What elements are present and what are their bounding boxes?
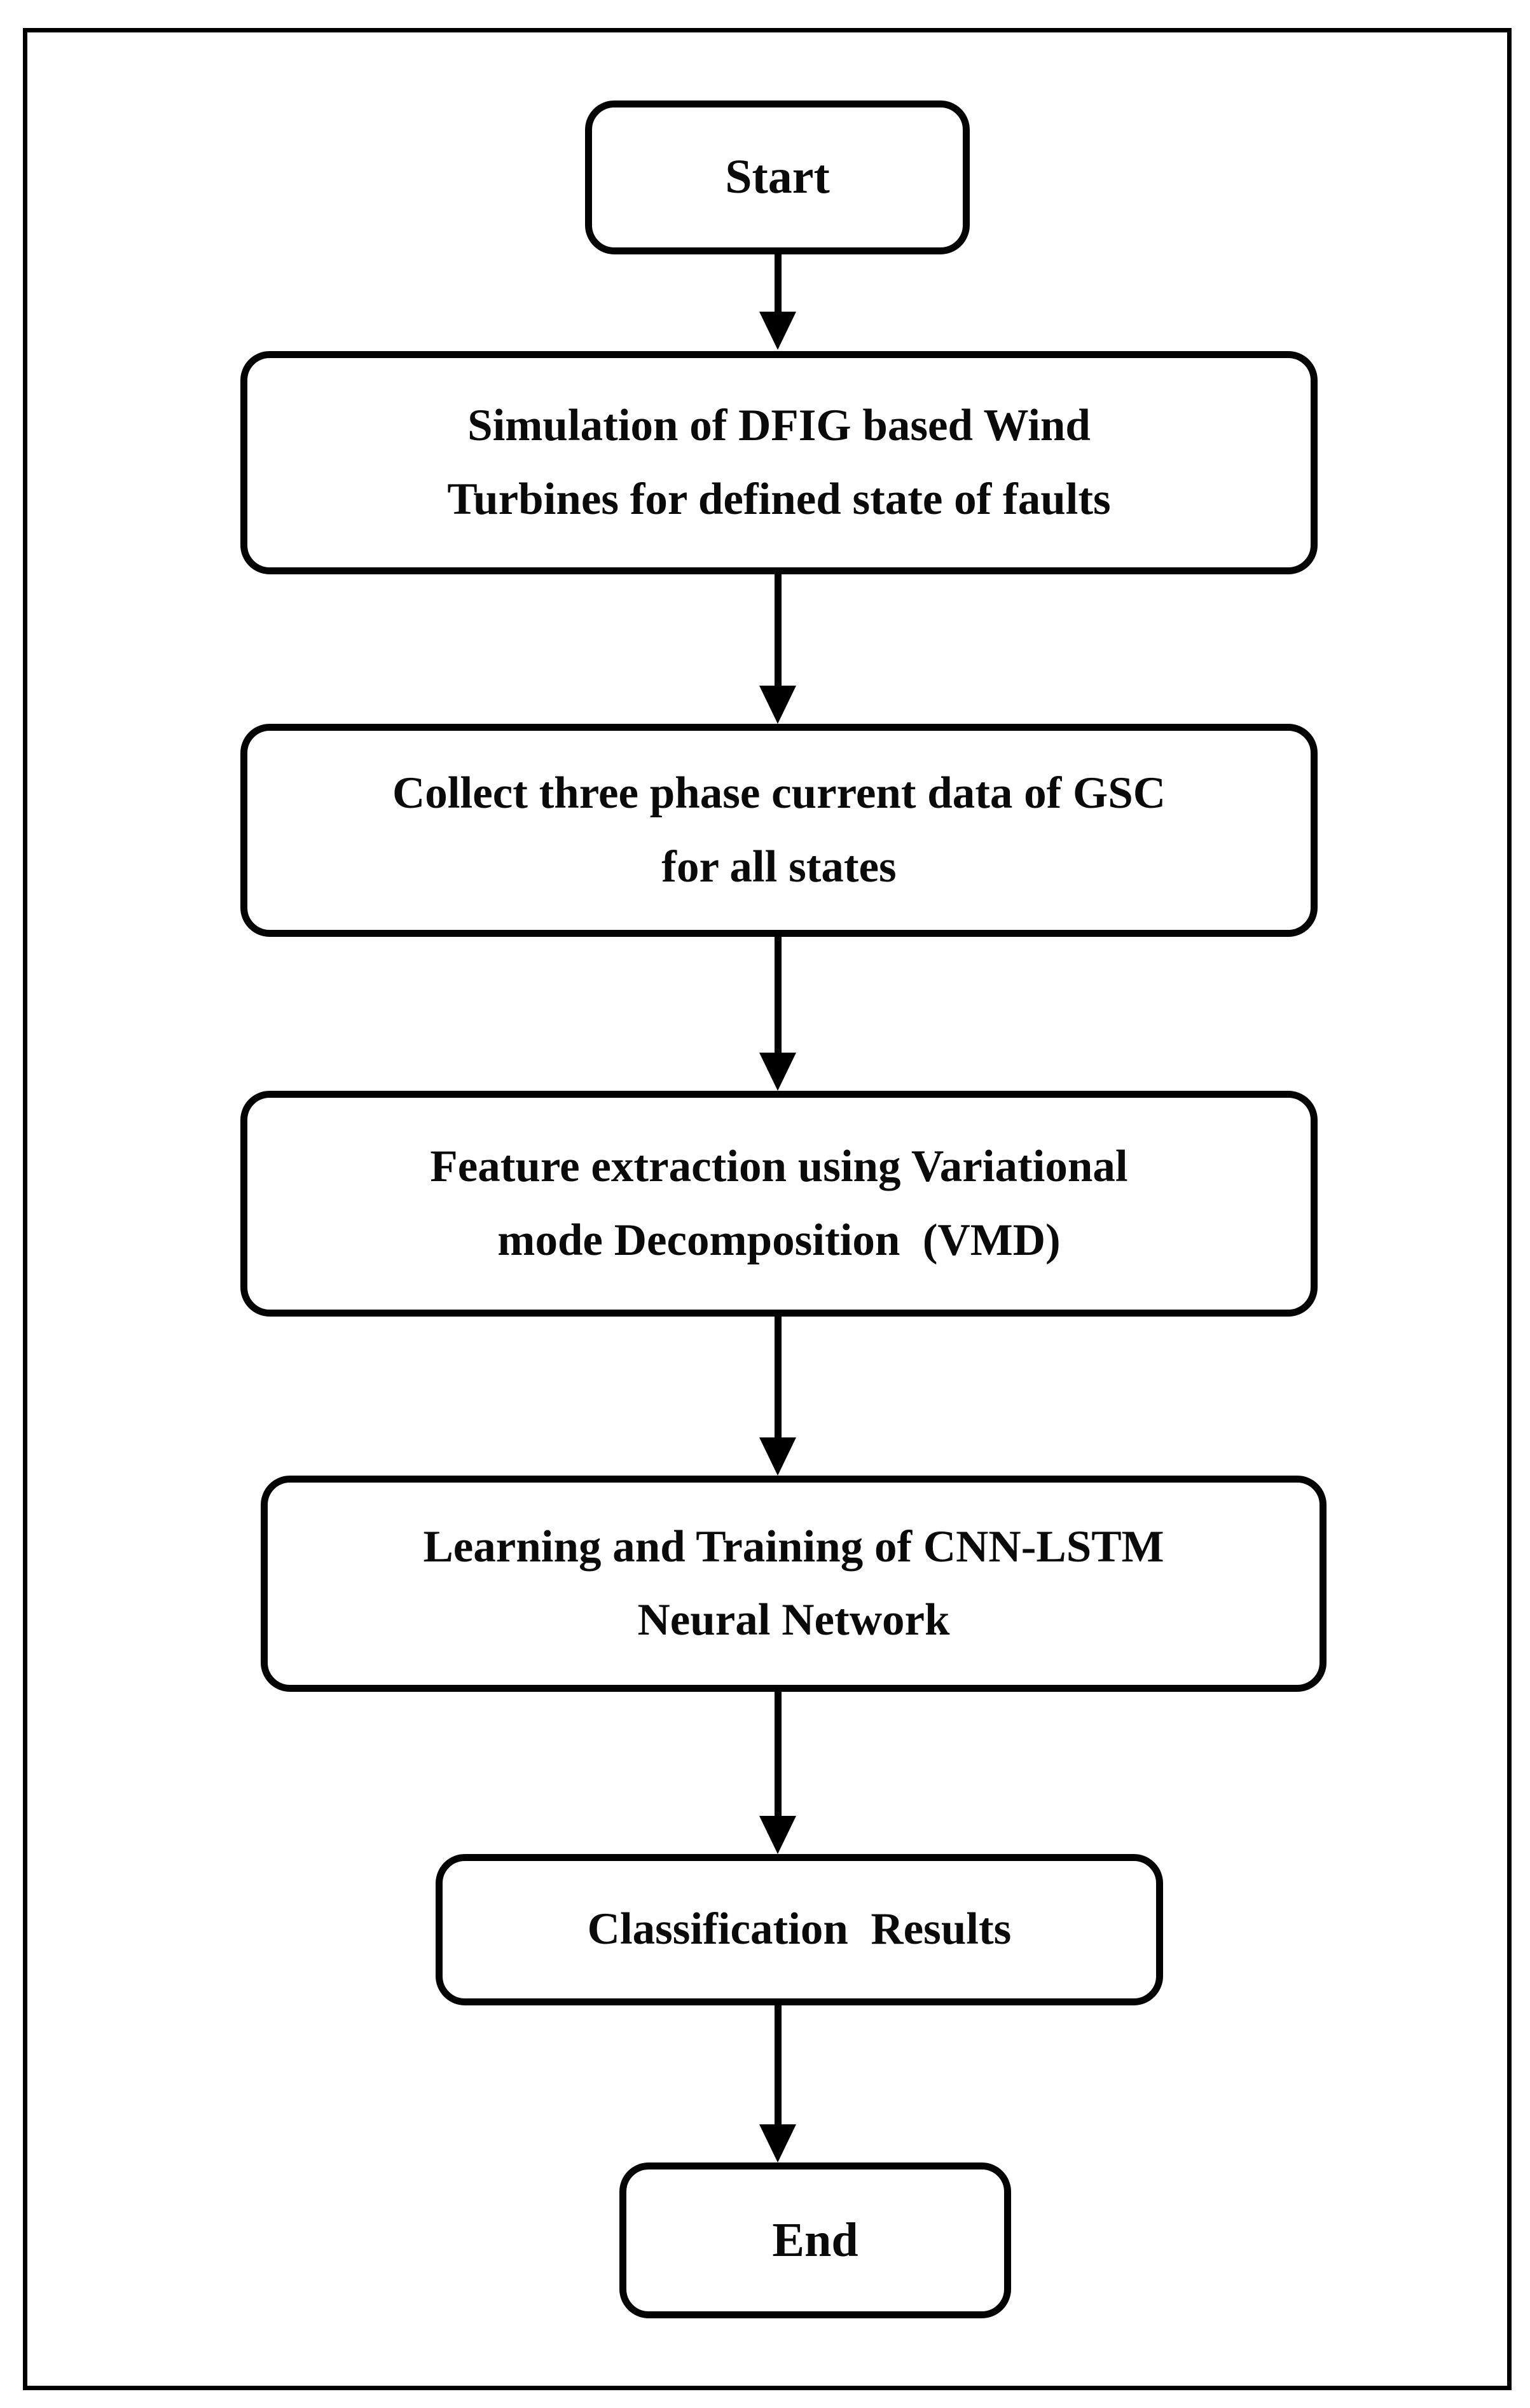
node-cnn-lstm-training: Learning and Training of CNN-LSTM Neural… (261, 1476, 1327, 1692)
arrowhead-down-icon (759, 1437, 796, 1476)
node-label-line: Turbines for defined state of faults (447, 474, 1111, 524)
node-label: Start (725, 150, 830, 204)
flow-arrow-results-to-end (759, 2002, 796, 2162)
node-label-line: Simulation of DFIG based Wind (467, 401, 1091, 451)
node-feature-extraction: Feature extraction using Variational mod… (240, 1091, 1318, 1317)
flow-arrow-vmd-to-cnn (759, 1313, 796, 1476)
node-start: Start (585, 100, 970, 254)
flow-arrow-simulation-to-collect (759, 571, 796, 724)
node-collect-data: Collect three phase current data of GSC … (240, 724, 1318, 937)
arrowhead-down-icon (759, 1816, 796, 1854)
node-label-line: Collect three phase current data of GSC (392, 768, 1166, 819)
flow-arrow-collect-to-vmd (759, 934, 796, 1091)
node-label-line: Learning and Training of CNN-LSTM (423, 1521, 1164, 1572)
node-label-line: Feature extraction using Variational (430, 1142, 1128, 1192)
flow-arrow-cnn-to-results (759, 1689, 796, 1854)
node-label-line: Neural Network (637, 1595, 950, 1645)
arrowhead-down-icon (759, 2124, 796, 2162)
arrow-stem (774, 253, 782, 313)
arrowhead-down-icon (759, 312, 796, 350)
node-label: End (772, 2213, 858, 2267)
node-label-line: mode Decomposition (VMD) (497, 1215, 1061, 1265)
node-label: Classification Results (587, 1904, 1012, 1955)
arrow-stem (774, 571, 782, 687)
arrowhead-down-icon (759, 686, 796, 724)
arrow-stem (774, 1689, 782, 1817)
arrow-stem (774, 1313, 782, 1439)
node-label-line: for all states (661, 841, 897, 892)
flow-arrow-start-to-simulation (759, 253, 796, 350)
node-end: End (619, 2162, 1011, 2318)
arrow-stem (774, 2002, 782, 2126)
node-classification-results: Classification Results (436, 1854, 1163, 2005)
page-frame (23, 28, 1512, 2390)
arrowhead-down-icon (759, 1053, 796, 1091)
node-simulation: Simulation of DFIG based Wind Turbines f… (240, 351, 1318, 574)
arrow-stem (774, 934, 782, 1054)
